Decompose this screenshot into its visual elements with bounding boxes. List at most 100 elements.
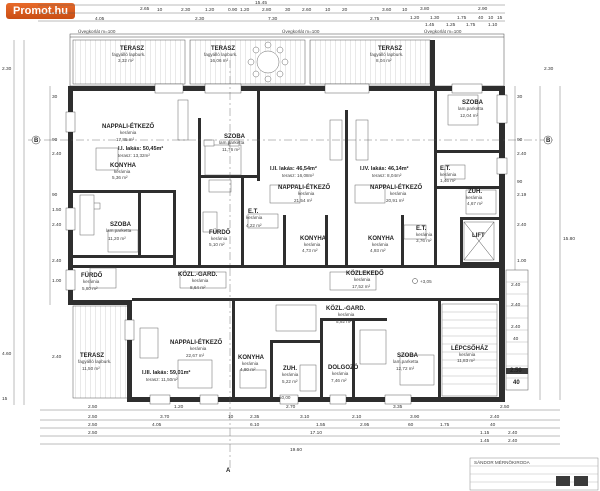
svg-text:kerámia: kerámia — [354, 277, 371, 282]
top-dim: 2.60 — [302, 7, 312, 13]
right-dim: 2.40 — [517, 151, 527, 157]
room-kozl-1: KÖZL.-GARD.kerámia 8,64 m² — [178, 271, 218, 290]
svg-text:11,50 m²: 11,50 m² — [82, 366, 100, 371]
left-dim: 2.30 — [2, 66, 12, 72]
svg-text:kerámia: kerámia — [192, 278, 209, 283]
svg-text:TERASZ: TERASZ — [378, 46, 402, 52]
svg-text:22,67 m²: 22,67 m² — [186, 353, 205, 358]
svg-text:kerámia: kerámia — [120, 130, 137, 135]
svg-text:fagyálló lapburk.: fagyálló lapburk. — [204, 52, 237, 57]
svg-text:16,06 m²: 16,06 m² — [210, 58, 229, 63]
zero-level-label: ±0,00 — [279, 395, 291, 400]
top-dim: 3.80 — [420, 6, 430, 12]
left-dim: 1.00 — [52, 278, 62, 284]
railings: Üvegkorlát m=100 Üvegkorlát m=100 Üvegko… — [69, 28, 505, 87]
svg-text:4,22 m²: 4,22 m² — [246, 223, 262, 228]
svg-text:DOLGOZÓ: DOLGOZÓ — [328, 363, 359, 371]
bottom-dim: 17.10 — [310, 430, 322, 436]
right-dim: 2.50 — [510, 368, 522, 374]
right-dim: 2.40 — [511, 302, 521, 308]
stair-dim: 2.40 — [490, 414, 500, 420]
bottom-dim: 2.50 — [88, 430, 98, 436]
top-dim: 20 — [342, 7, 348, 13]
svg-text:lam.parketta: lam.parketta — [106, 228, 132, 233]
right-dim: 15.80 — [563, 236, 575, 242]
right-dim: 30 — [517, 94, 523, 100]
svg-text:kerámia: kerámia — [440, 172, 457, 177]
bottom-dim: 2.50 — [88, 404, 98, 410]
right-dim: 2.40 — [511, 324, 521, 330]
top-dimension-chains: 2.65 15.45 3.80 2.90 10 2.30 1.20 0.90 1… — [38, 0, 505, 28]
top-dim: 10 — [157, 7, 163, 13]
svg-text:kerámia: kerámia — [83, 279, 100, 284]
left-dim: 30 — [52, 94, 58, 100]
apartment-terrace: terasz: 11,50m² — [146, 377, 178, 382]
top-dim: 1.20 — [205, 7, 215, 13]
svg-text:TERASZ: TERASZ — [120, 46, 144, 52]
svg-text:7,46 m²: 7,46 m² — [331, 378, 347, 383]
svg-text:17,85 m²: 17,85 m² — [116, 137, 135, 142]
apartment-terrace: terasz: 8,04m² — [372, 173, 402, 178]
bottom-dim: 6.10 — [250, 422, 260, 428]
bottom-dim: 2.50 — [88, 422, 98, 428]
interior-walls — [73, 91, 499, 397]
right-dim: 2.40 — [517, 222, 527, 228]
top-dim: 1.10 — [488, 22, 498, 28]
top-dim: 15.45 — [255, 0, 267, 6]
bottom-dim: 2.95 — [360, 422, 370, 428]
svg-text:4,80 m²: 4,80 m² — [240, 367, 256, 372]
svg-text:17,52 m²: 17,52 m² — [352, 284, 371, 289]
stair-dim: 2.40 — [508, 438, 518, 444]
svg-text:NAPPALI-ÉTKEZŐ: NAPPALI-ÉTKEZŐ — [370, 183, 423, 191]
svg-text:KONYHA: KONYHA — [238, 355, 265, 361]
svg-text:NAPPALI-ÉTKEZŐ: NAPPALI-ÉTKEZŐ — [170, 338, 223, 346]
svg-text:8,04 m²: 8,04 m² — [376, 58, 392, 63]
svg-text:TERASZ: TERASZ — [80, 353, 104, 359]
top-dim: 40 — [478, 15, 484, 21]
railing-note: Üvegkorlát m=100 — [282, 28, 320, 34]
bottom-dim: 4.05 — [152, 422, 162, 428]
svg-text:SZOBA: SZOBA — [462, 100, 484, 106]
svg-text:3,76 m²: 3,76 m² — [416, 238, 432, 243]
svg-text:lam.parketta: lam.parketta — [219, 140, 245, 145]
svg-text:fagyálló lapburk.: fagyálló lapburk. — [370, 52, 403, 57]
section-mark-right: B — [546, 138, 551, 144]
svg-text:TERASZ: TERASZ — [211, 46, 235, 52]
svg-text:3,32 m²: 3,32 m² — [118, 58, 134, 63]
right-dim: 2.30 — [544, 66, 554, 72]
svg-text:E.T.: E.T. — [416, 226, 427, 232]
svg-text:11,76 m²: 11,76 m² — [222, 147, 240, 152]
svg-text:kerámia: kerámia — [416, 232, 433, 237]
left-dim: 4.60 — [2, 351, 12, 357]
section-mark-left: B — [34, 138, 39, 144]
svg-text:kerámia: kerámia — [282, 372, 299, 377]
bottom-dimension-chains: 2.50 1.20 2.70 3.35 2.50 2.50 3.70 10 2.… — [40, 404, 560, 453]
right-dim: 90 — [517, 179, 523, 185]
section-mark-bottom: A — [226, 468, 231, 474]
bottom-dim: 3.90 — [410, 414, 420, 420]
left-dim: 1.50 — [52, 207, 62, 213]
svg-text:8,64 m²: 8,64 m² — [190, 285, 206, 290]
exterior-walls — [68, 40, 505, 402]
right-dim: 2.19 — [517, 192, 527, 198]
svg-text:kerámia: kerámia — [114, 169, 131, 174]
section-markers: B B A — [28, 60, 555, 474]
apartment-label: I.I. lakás: 50,45m² — [118, 145, 163, 152]
top-dim: 10 — [488, 15, 494, 21]
apartment-totals: I.I. lakás: 50,45m² terasz: 13,32m² I.II… — [118, 145, 409, 382]
svg-text:5,80 m²: 5,80 m² — [82, 286, 98, 291]
bottom-dim: 3.70 — [160, 414, 170, 420]
left-dimension-chains: 2.30 30 90 2.40 2.40 90 1.50 2.40 1.00 4… — [2, 40, 62, 405]
bottom-dim: 1.20 — [174, 404, 184, 410]
top-dim: 30 — [285, 7, 291, 13]
svg-text:kerámia: kerámia — [298, 191, 315, 196]
svg-text:KÖZL.-GARD.: KÖZL.-GARD. — [178, 271, 218, 278]
